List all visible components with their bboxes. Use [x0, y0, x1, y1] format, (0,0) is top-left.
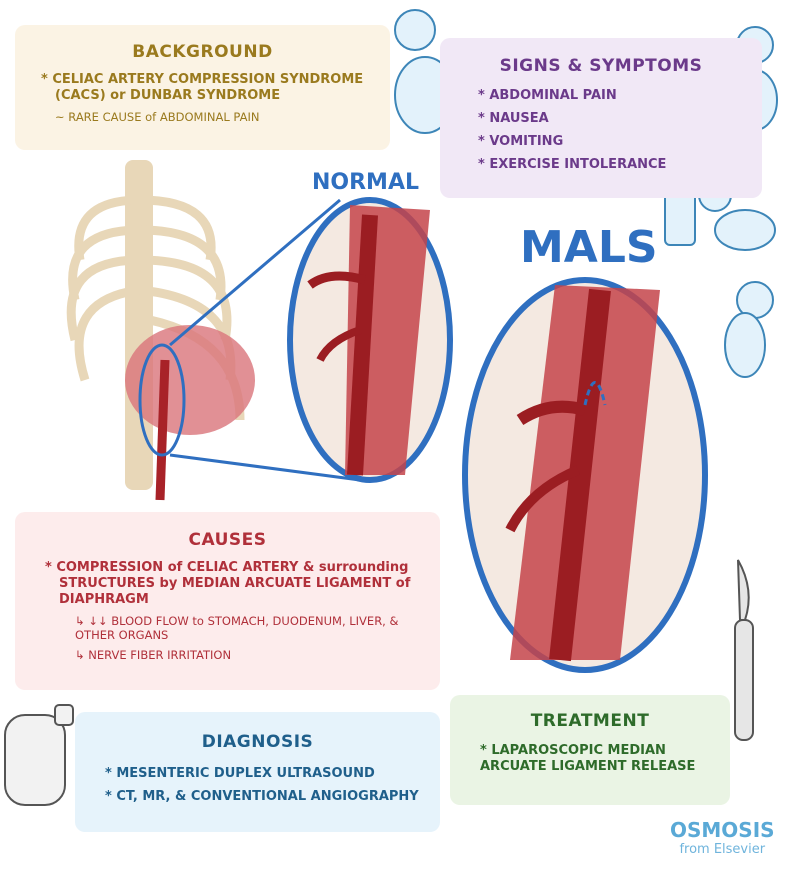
signs-title: SIGNS & SYMPTOMS	[499, 56, 703, 76]
mals-label: MALS	[520, 222, 658, 273]
osmosis-logo: OSMOSIS from Elsevier	[670, 818, 775, 857]
normal-artery-illustration	[287, 197, 453, 483]
causes-item: * COMPRESSION of CELIAC ARTERY & surroun…	[45, 560, 411, 607]
ribcage-illustration	[66, 160, 361, 501]
ultrasound-probe-icon	[4, 704, 74, 806]
causes-item-text: COMPRESSION of CELIAC ARTERY & surroundi…	[56, 560, 411, 607]
sign-item: * NAUSEA	[478, 111, 549, 126]
background-sub: ~ RARE CAUSE of ABDOMINAL PAIN	[55, 110, 260, 124]
logo-name: OSMOSIS	[670, 818, 775, 842]
background-title: BACKGROUND	[132, 42, 273, 62]
treatment-item: * LAPAROSCOPIC MEDIAN ARCUATE LIGAMENT R…	[480, 743, 696, 774]
mals-artery-illustration	[462, 277, 708, 673]
diagnosis-panel: DIAGNOSIS * MESENTERIC DUPLEX ULTRASOUND…	[75, 712, 440, 832]
logo-sub: from Elsevier	[679, 842, 766, 857]
sign-item: * VOMITING	[478, 134, 564, 149]
causes-panel: CAUSES * COMPRESSION of CELIAC ARTERY & …	[15, 512, 440, 690]
causes-sub: ↳ NERVE FIBER IRRITATION	[75, 648, 232, 662]
normal-label: NORMAL	[312, 170, 419, 195]
scalpel-icon	[734, 559, 754, 741]
background-item-text: CELIAC ARTERY COMPRESSION SYNDROME (CACS…	[52, 72, 364, 103]
background-item: * CELIAC ARTERY COMPRESSION SYNDROME (CA…	[41, 72, 364, 103]
causes-sub: ↳ ↓↓ BLOOD FLOW to STOMACH, DUODENUM, LI…	[75, 614, 399, 642]
treatment-title: TREATMENT	[530, 711, 650, 731]
background-panel: BACKGROUND * CELIAC ARTERY COMPRESSION S…	[15, 25, 390, 150]
sign-item: * ABDOMINAL PAIN	[478, 88, 617, 103]
diagnosis-item: * CT, MR, & CONVENTIONAL ANGIOGRAPHY	[105, 789, 419, 804]
diagnosis-item: * MESENTERIC DUPLEX ULTRASOUND	[105, 766, 375, 781]
signs-panel: SIGNS & SYMPTOMS * ABDOMINAL PAIN * NAUS…	[440, 38, 762, 198]
sign-item: * EXERCISE INTOLERANCE	[478, 157, 667, 172]
causes-title: CAUSES	[188, 530, 267, 550]
treatment-panel: TREATMENT * LAPAROSCOPIC MEDIAN ARCUATE …	[450, 695, 730, 805]
diagnosis-title: DIAGNOSIS	[201, 732, 314, 752]
